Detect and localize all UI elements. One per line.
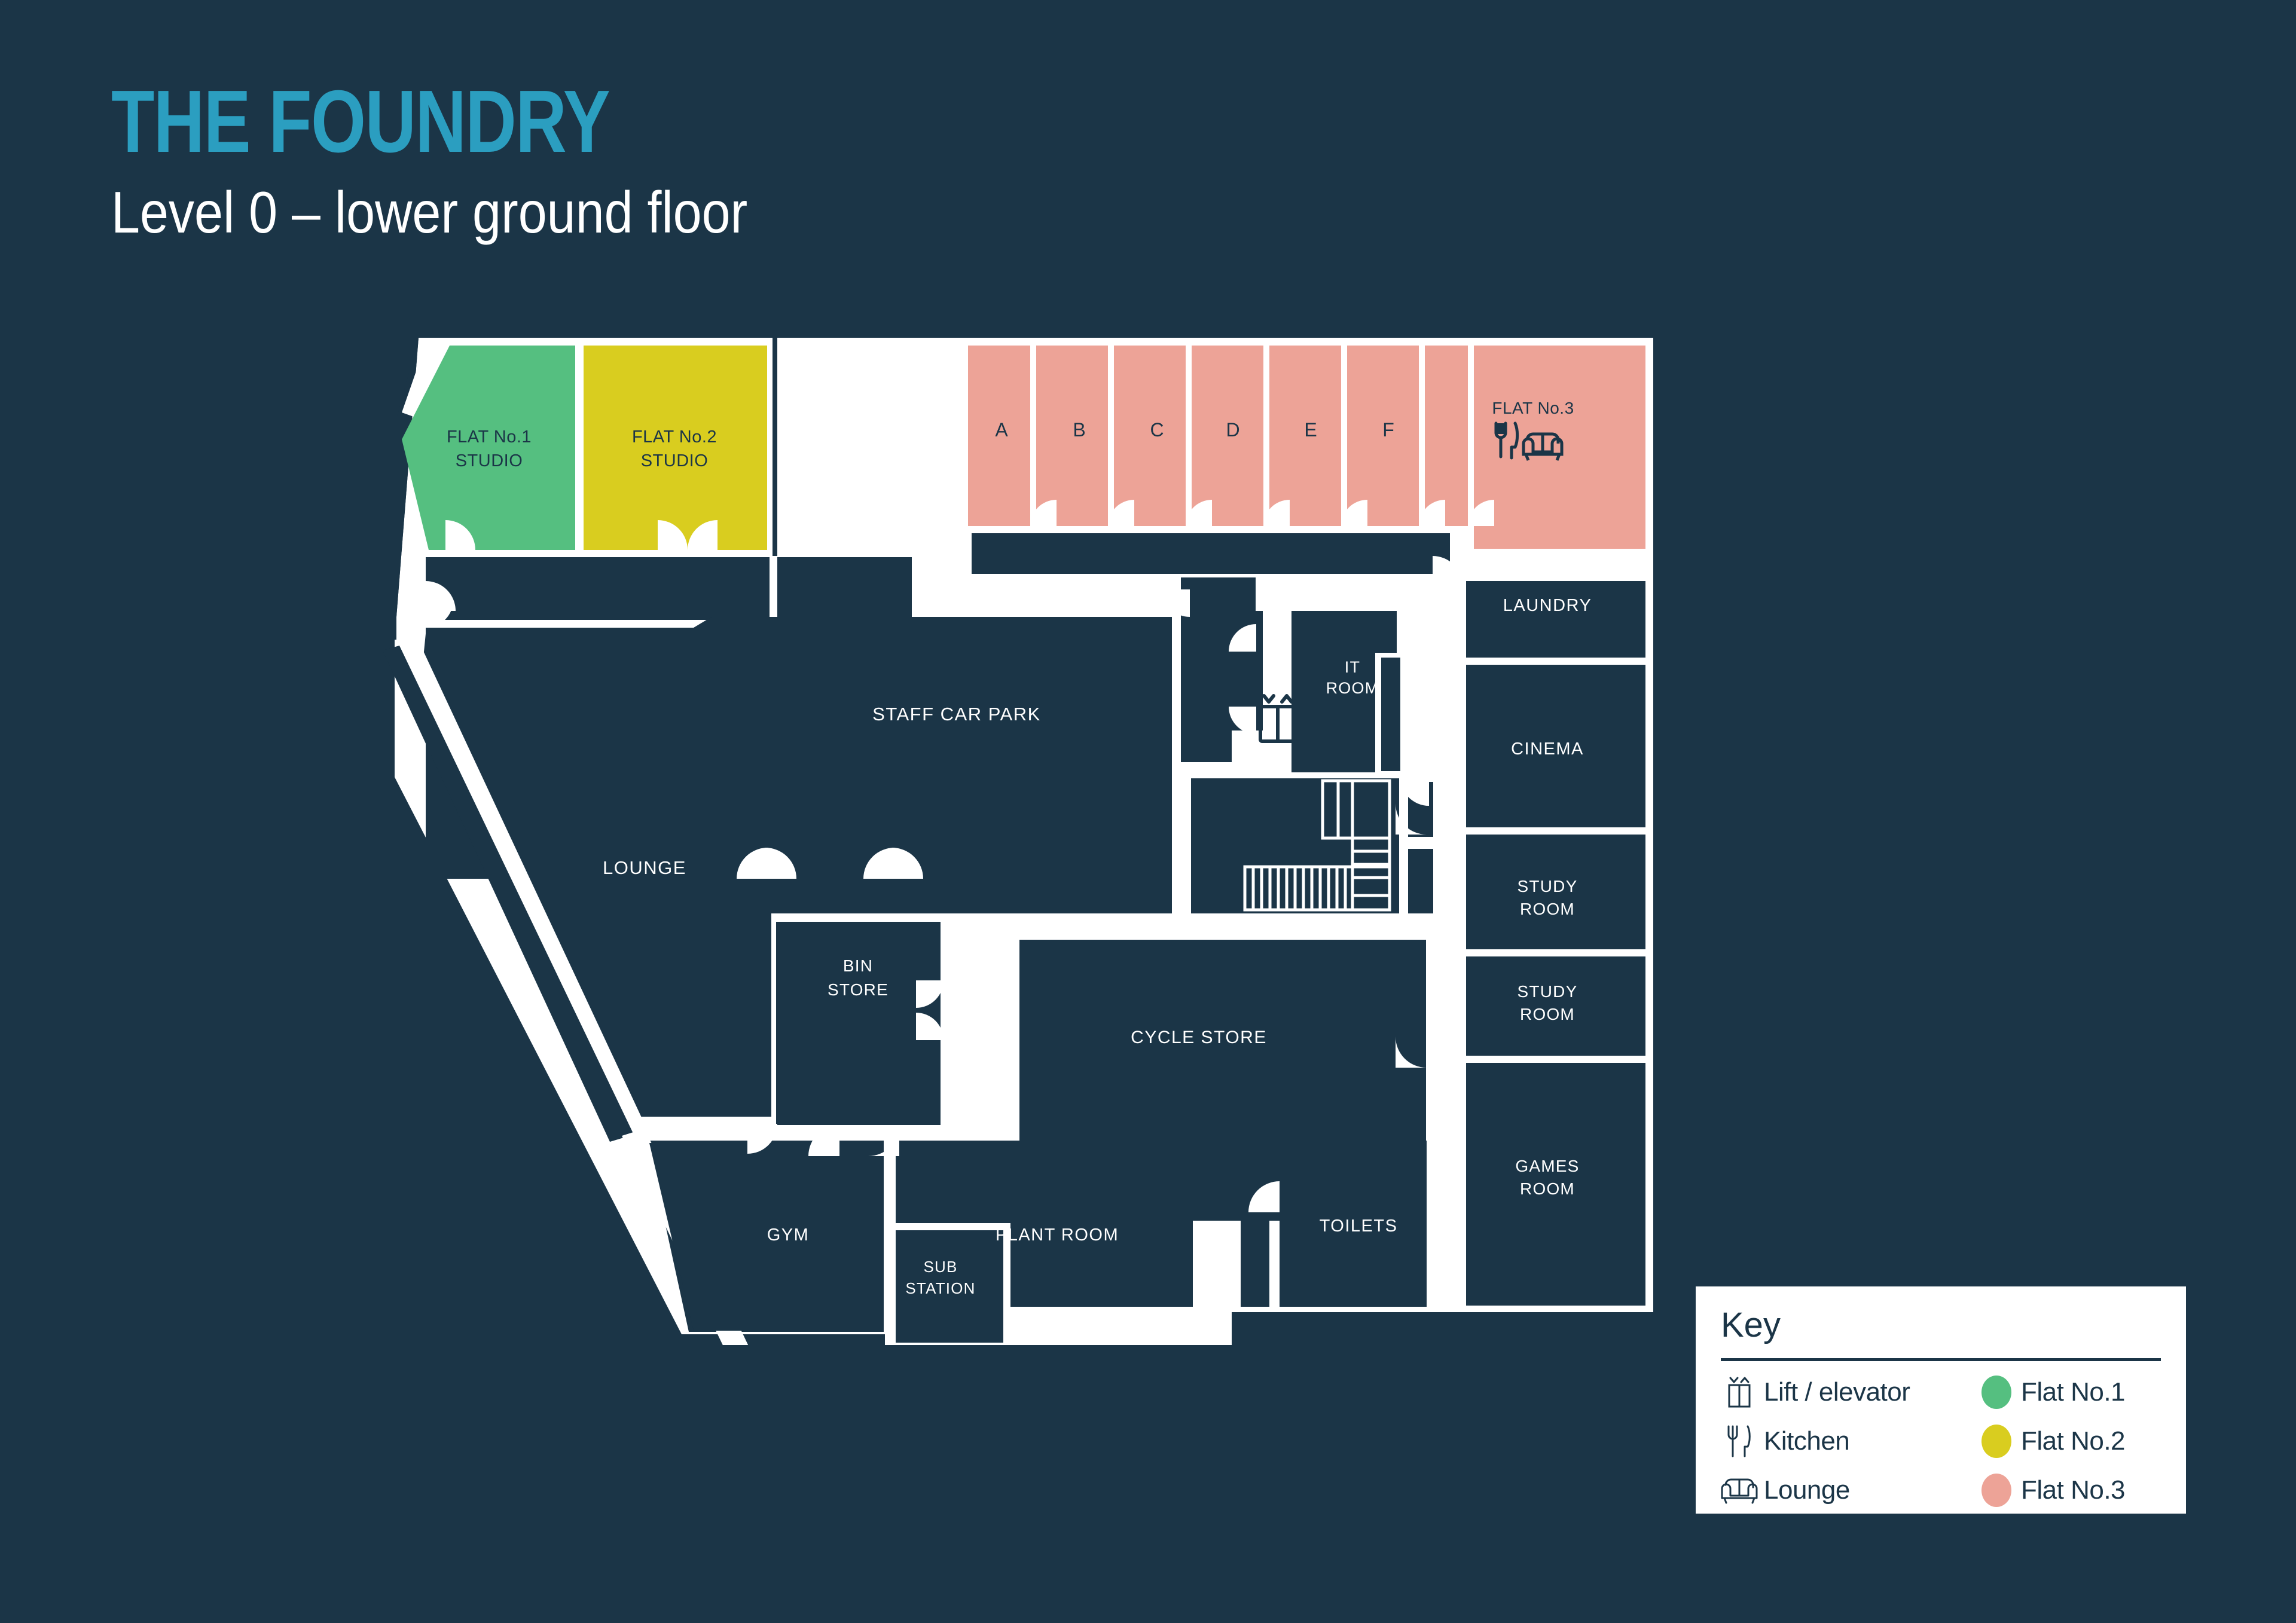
lift-icon bbox=[1259, 694, 1297, 743]
key-label-flat-2: Flat No.2 bbox=[2021, 1426, 2126, 1456]
toilets-area bbox=[1280, 1141, 1427, 1307]
room-label-lounge: LOUNGE bbox=[603, 857, 686, 878]
key-item-flat-2: Flat No.2 bbox=[1978, 1420, 2126, 1463]
flat-door-swings bbox=[445, 520, 718, 550]
flat-3-area bbox=[968, 346, 1645, 549]
room-label-study-room-1b: ROOM bbox=[1520, 900, 1575, 918]
flat-1-area bbox=[402, 346, 575, 550]
corner-cut2 bbox=[383, 338, 419, 640]
room-label-laundry: LAUNDRY bbox=[1503, 596, 1592, 615]
room-label-toilets: TOILETS bbox=[1320, 1217, 1398, 1236]
key-divider bbox=[1721, 1358, 2161, 1361]
room-label-study-room-2a: STUDY bbox=[1518, 982, 1578, 1001]
key-item-lounge: Lounge bbox=[1721, 1469, 1978, 1512]
room-label-study-room-1a: STUDY bbox=[1518, 877, 1578, 895]
room-label-study-room-2b: ROOM bbox=[1520, 1005, 1575, 1023]
key-item-kitchen: Kitchen bbox=[1721, 1420, 1978, 1463]
bay-label-d: D bbox=[1226, 419, 1239, 441]
games-room-area bbox=[1466, 1063, 1645, 1306]
plant-room-area bbox=[896, 1141, 1193, 1307]
lobby-strip bbox=[1241, 1141, 1269, 1307]
parking-bay-labels: A B C D E F bbox=[995, 419, 1394, 441]
door-swings bbox=[426, 556, 1463, 1212]
lift-icon bbox=[1721, 1374, 1758, 1411]
it-corridor-east bbox=[1381, 658, 1400, 771]
corridor-upper-west bbox=[426, 557, 770, 620]
corridor-under-bays bbox=[972, 533, 1450, 574]
room-label-bin-store-1: BIN bbox=[843, 956, 873, 975]
title-block: THE FOUNDRY Level 0 – lower ground floor bbox=[111, 78, 834, 242]
flat-3-swatch bbox=[1978, 1472, 2015, 1509]
flat-3-label: FLAT No.3 bbox=[1492, 399, 1574, 417]
flat-2-swatch bbox=[1978, 1423, 2015, 1460]
flat-2-area bbox=[584, 346, 767, 550]
exterior-south bbox=[383, 1345, 1698, 1623]
key-item-lift: Lift / elevator bbox=[1721, 1371, 1978, 1414]
flat-2-label-line1: FLAT No.2 bbox=[632, 427, 717, 447]
room-label-games-room-2: ROOM bbox=[1520, 1179, 1575, 1198]
lounge-icon bbox=[1721, 1472, 1758, 1509]
page-subtitle: Level 0 – lower ground floor bbox=[111, 179, 748, 245]
study-room-2-area bbox=[1466, 956, 1645, 1056]
room-label-plant-room: PLANT ROOM bbox=[996, 1225, 1119, 1245]
room-label-staff-car-park: STAFF CAR PARK bbox=[872, 704, 1041, 725]
it-room-annex bbox=[1368, 611, 1397, 653]
page-title: THE FOUNDRY bbox=[111, 72, 610, 171]
cinema-area bbox=[1466, 665, 1645, 827]
lounge-icon bbox=[1522, 432, 1564, 461]
sub-station-area bbox=[896, 1230, 1003, 1343]
stairs bbox=[1243, 779, 1391, 912]
key-panel: Key Lift / elevator bbox=[1696, 1286, 2186, 1514]
laundry-area bbox=[1466, 581, 1645, 658]
parking-bay-dividers bbox=[1030, 346, 1494, 549]
key-label-lounge: Lounge bbox=[1764, 1475, 1850, 1505]
it-room-area bbox=[1292, 611, 1375, 772]
lounge-area bbox=[419, 634, 771, 1117]
bay-label-a: A bbox=[995, 419, 1008, 441]
room-label-bin-store-2: STORE bbox=[828, 980, 889, 999]
room-label-gym: GYM bbox=[767, 1225, 810, 1245]
wall-nw-diagonal bbox=[402, 344, 442, 418]
study-room-1-area bbox=[1466, 835, 1645, 949]
room-label-cycle-store: CYCLE STORE bbox=[1131, 1028, 1267, 1047]
bay-label-b: B bbox=[1073, 419, 1085, 441]
key-column-icons: Lift / elevator Kitchen bbox=[1721, 1371, 1978, 1512]
room-label-it-room-2: ROOM bbox=[1326, 679, 1379, 697]
flat-2-label-line2: STUDIO bbox=[641, 451, 709, 470]
room-label-games-room-1: GAMES bbox=[1515, 1157, 1579, 1175]
key-label-lift: Lift / elevator bbox=[1764, 1377, 1910, 1407]
flat-1-label-line1: FLAT No.1 bbox=[447, 427, 532, 447]
room-label-cinema: CINEMA bbox=[1511, 739, 1584, 759]
outside-west bbox=[383, 646, 634, 1142]
stair-hall bbox=[1191, 778, 1399, 913]
kitchen-icon bbox=[1494, 421, 1519, 460]
room-label-sub-station-2: STATION bbox=[905, 1279, 975, 1297]
bin-store-area bbox=[776, 922, 941, 1125]
key-label-flat-3: Flat No.3 bbox=[2021, 1475, 2126, 1505]
room-labels: STAFF CAR PARK LOUNGE BIN STORE CYCLE ST… bbox=[603, 596, 1592, 1297]
key-title: Key bbox=[1721, 1306, 1781, 1344]
bay-label-e: E bbox=[1304, 419, 1317, 441]
wall-west-diagonal bbox=[397, 641, 645, 1131]
riser-2 bbox=[1408, 849, 1433, 913]
key-item-flat-3: Flat No.3 bbox=[1978, 1469, 2126, 1512]
flat-1-label-line2: STUDIO bbox=[456, 451, 523, 470]
room-label-sub-station-1: SUB bbox=[923, 1258, 957, 1276]
key-label-kitchen: Kitchen bbox=[1764, 1426, 1850, 1456]
key-item-flat-1: Flat No.1 bbox=[1978, 1371, 2126, 1414]
gym-fill bbox=[649, 1143, 884, 1331]
key-label-flat-1: Flat No.1 bbox=[2021, 1377, 2126, 1407]
key-column-flats: Flat No.1 Flat No.2 Flat No.3 bbox=[1978, 1371, 2126, 1512]
flat-labels: FLAT No.1 STUDIO FLAT No.2 STUDIO FLAT N… bbox=[447, 399, 1574, 470]
kitchen-icon bbox=[1721, 1423, 1758, 1460]
bay-label-f: F bbox=[1382, 419, 1394, 441]
bay-label-c: C bbox=[1150, 419, 1164, 441]
corridor-upper-west-2 bbox=[777, 557, 912, 620]
room-label-it-room-1: IT bbox=[1345, 658, 1360, 676]
flat-1-swatch bbox=[1978, 1374, 2015, 1411]
